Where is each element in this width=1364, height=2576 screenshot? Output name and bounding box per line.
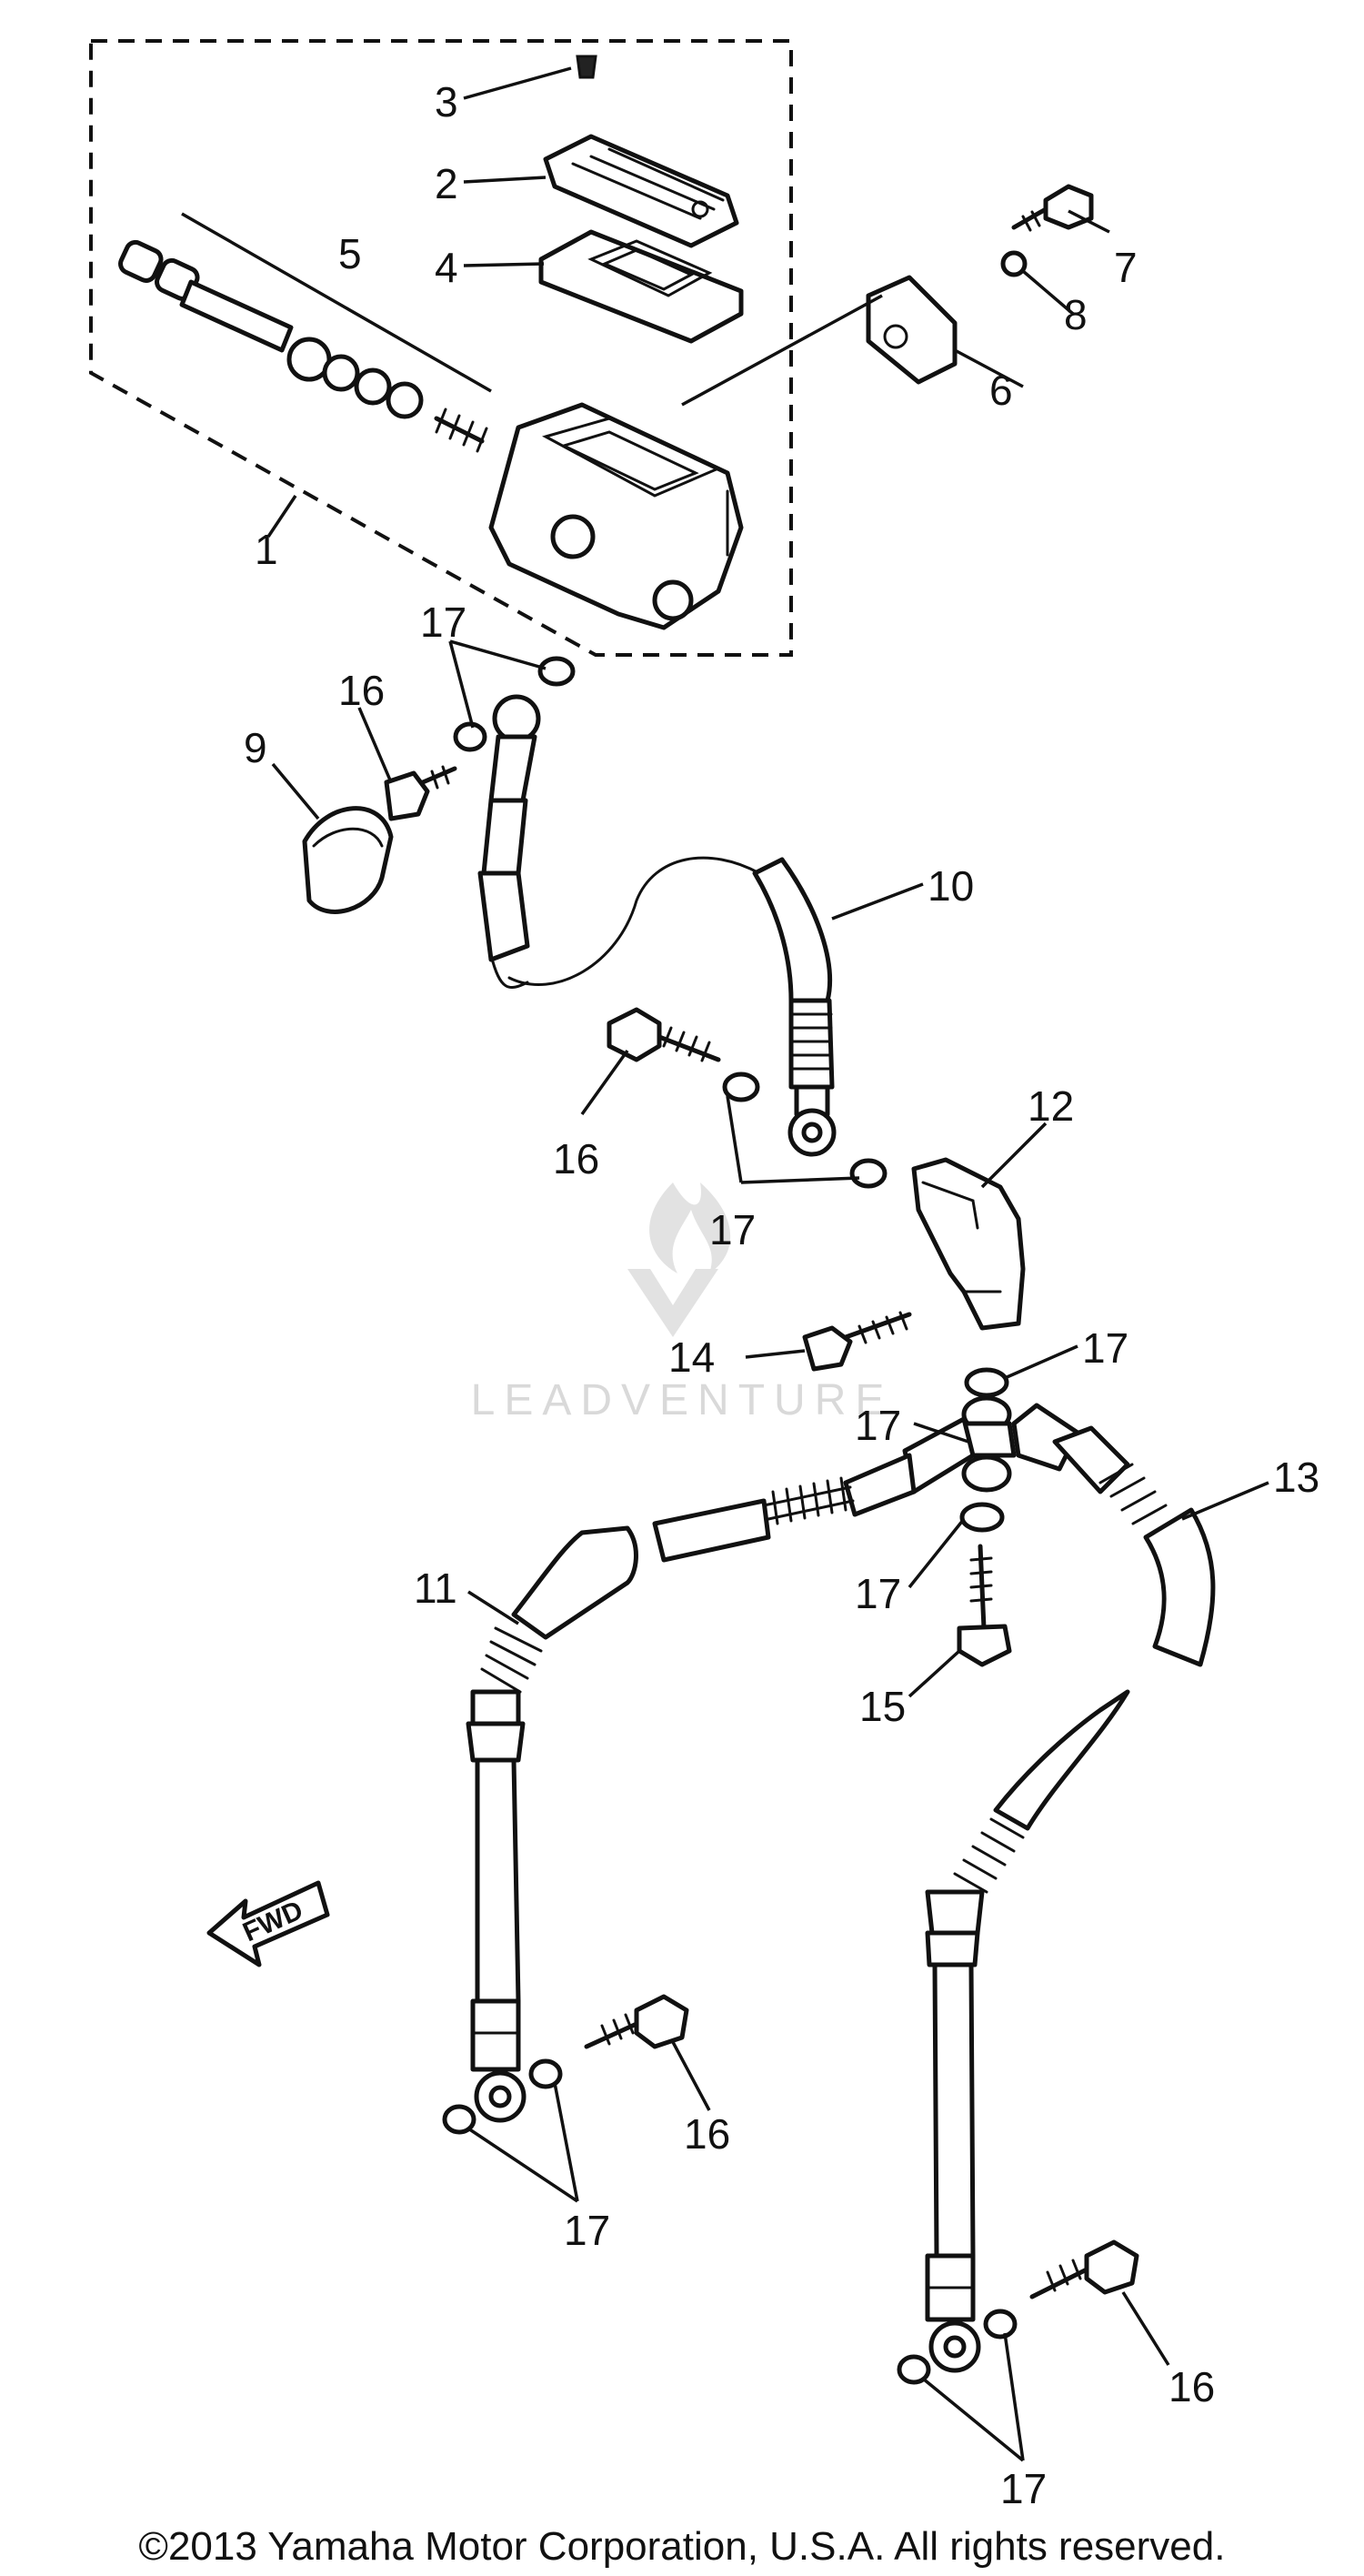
copyright-notice: ©2013 Yamaha Motor Corporation, U.S.A. A…	[138, 2524, 1226, 2569]
callout-13: 13	[1273, 1454, 1319, 1501]
callout-17-joint-bottom: 17	[855, 1570, 901, 1617]
callout-12: 12	[1028, 1082, 1074, 1130]
callout-17-joint-top: 17	[1082, 1324, 1128, 1372]
callout-15: 15	[859, 1683, 906, 1730]
callout-16-lower-left: 16	[684, 2110, 730, 2158]
joint-bolt	[802, 1311, 912, 1372]
reservoir-diaphragm	[538, 229, 744, 344]
callout-numbers: 1 2 3 4 5 6 7 8 9 10 11 12 13 14 15 16 1…	[244, 78, 1319, 2512]
callout-16-middle: 16	[553, 1135, 599, 1182]
callout-17-upper: 17	[420, 599, 466, 646]
callout-2: 2	[435, 160, 458, 207]
three-way-joint	[959, 1367, 1017, 1533]
union-bolt-upper	[384, 765, 457, 821]
brake-hose-right	[925, 1403, 1216, 2373]
joint-union-bolt	[957, 1544, 1012, 1667]
callout-1: 1	[255, 526, 278, 573]
lever-holder	[681, 275, 958, 407]
callout-17-middle: 17	[709, 1206, 756, 1253]
piston-kit	[118, 212, 492, 453]
union-bolt-cover	[302, 806, 394, 914]
callout-14: 14	[668, 1333, 715, 1381]
watermark: LEADVENTURE	[471, 1182, 894, 1424]
callout-5: 5	[338, 230, 362, 277]
callout-8: 8	[1064, 291, 1088, 338]
union-bolt-middle	[607, 1007, 721, 1062]
callout-16-lower-right: 16	[1168, 2363, 1215, 2410]
callout-17-lower-left: 17	[564, 2207, 610, 2254]
union-bolt-lower-right	[1029, 2239, 1139, 2299]
union-bolt-lower-left	[584, 1994, 689, 2049]
callout-17-joint-mid: 17	[855, 1402, 901, 1449]
callout-7: 7	[1114, 244, 1138, 291]
callout-6: 6	[989, 367, 1013, 414]
master-cylinder-body	[488, 402, 744, 630]
brake-hose-left	[466, 1416, 976, 2123]
callout-16-upper: 16	[338, 667, 385, 714]
leader-lines	[266, 66, 1269, 2462]
callout-4: 4	[435, 244, 458, 291]
master-cylinder-kit-box	[89, 39, 793, 657]
brake-hose-upper	[477, 694, 837, 1157]
callout-10: 10	[928, 862, 974, 910]
callout-3: 3	[435, 78, 458, 126]
upper-copper-washers	[453, 656, 576, 752]
reservoir-cap	[543, 134, 739, 248]
middle-copper-washers	[722, 1072, 888, 1189]
reservoir-cap-screw	[576, 55, 597, 79]
brake-hose-joint	[911, 1157, 1026, 1331]
callout-11: 11	[414, 1565, 457, 1612]
lower-right-copper-washers	[897, 2309, 1018, 2385]
callout-17-lower-right: 17	[1000, 2465, 1047, 2512]
callout-9: 9	[244, 724, 267, 771]
holder-bolt	[1011, 184, 1094, 232]
holder-washer	[1000, 250, 1028, 277]
watermark-text: LEADVENTURE	[471, 1376, 894, 1424]
forward-arrow-icon: FWD	[206, 1880, 330, 1967]
lower-left-copper-washers	[442, 2058, 563, 2135]
